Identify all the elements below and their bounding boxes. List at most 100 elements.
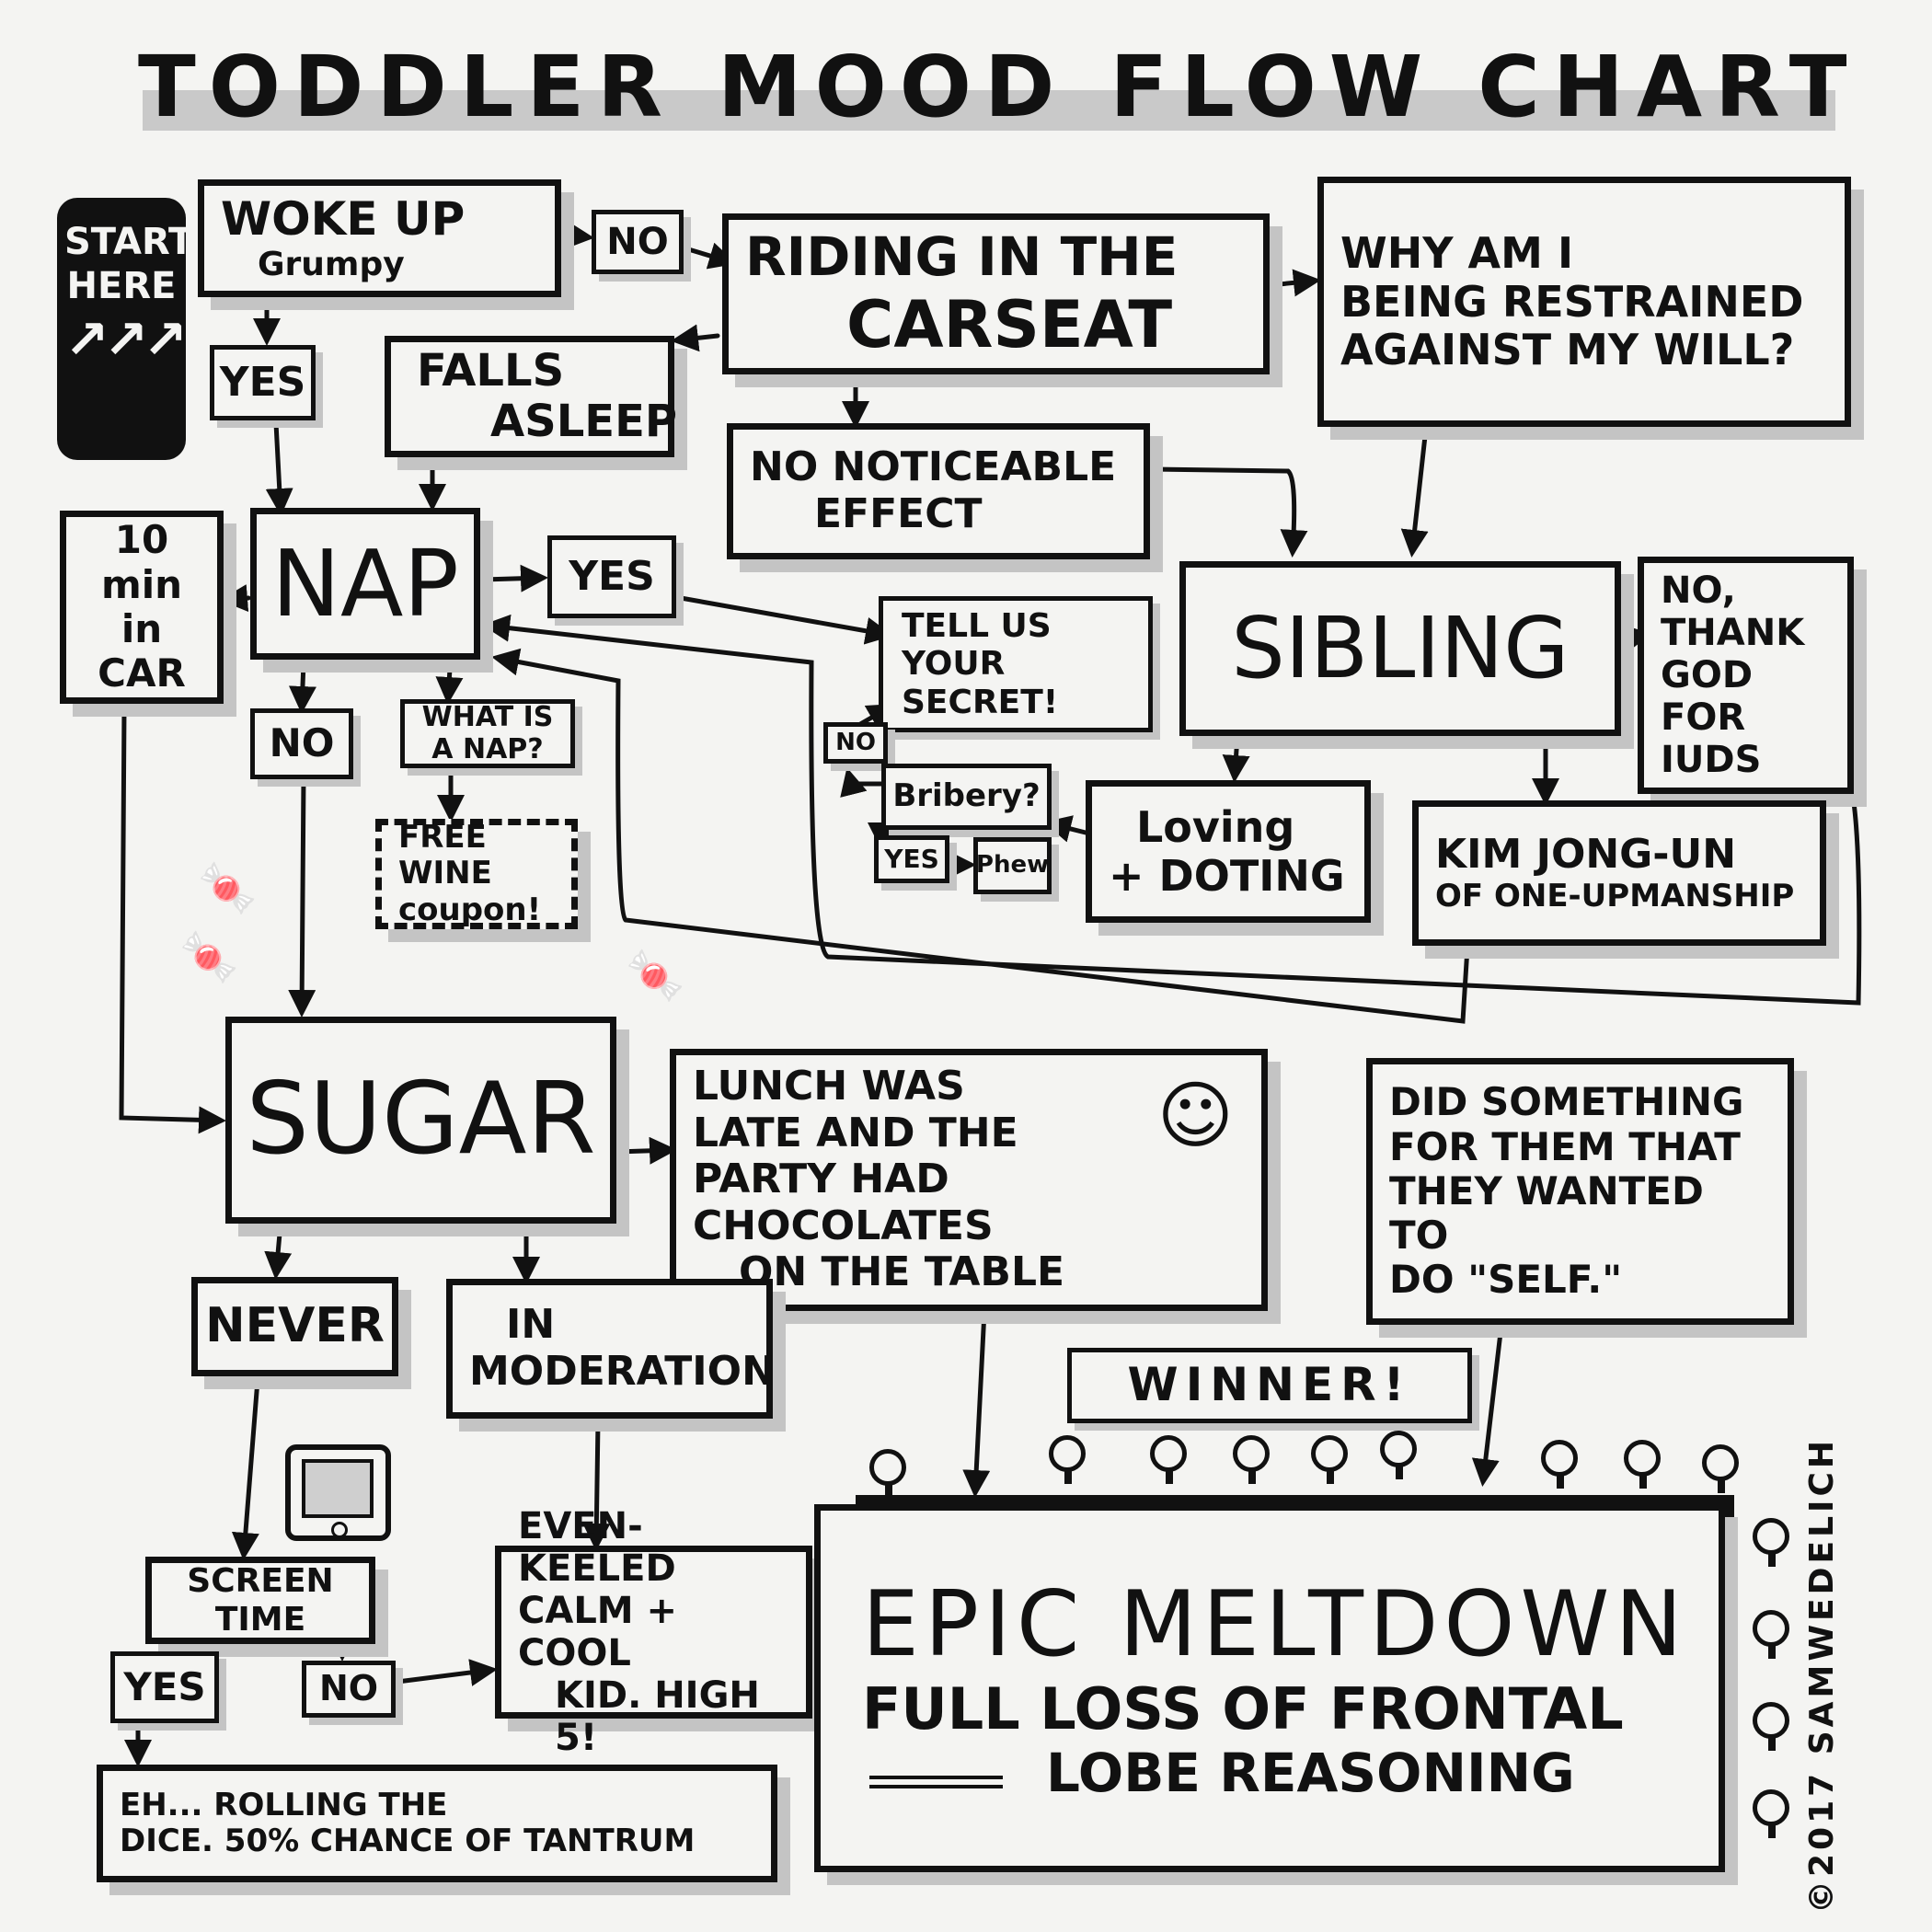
node-dice-line1: Eh... ROLLING the <box>120 1786 448 1823</box>
lightbulb-icon <box>1702 1444 1739 1493</box>
node-phew[interactable]: Phew <box>973 837 1052 894</box>
node-no-1[interactable]: NO <box>592 210 684 274</box>
node-kim-line1: KIM JONG-UN <box>1435 831 1737 879</box>
node-no-noticeable-effect[interactable]: NO NOTICEABLE EFFECT <box>727 423 1150 559</box>
node-carseat-line2: CARSEAT <box>846 286 1173 362</box>
node-no-1-label: NO <box>606 221 669 263</box>
node-nothank-line4: IUDs <box>1661 739 1762 781</box>
page-title: TODDLER MOOD FLOW CHART <box>138 38 1860 136</box>
node-kim-line2: of ONE-UPMANSHIP <box>1435 877 1795 914</box>
up-arrows-icon: ↗↗↗ <box>64 308 188 371</box>
title-highlight <box>143 90 1835 131</box>
node-never[interactable]: NEVER <box>191 1277 398 1376</box>
node-winner-label: WINNER! <box>1127 1358 1412 1412</box>
node-never-label: NEVER <box>205 1298 385 1354</box>
node-even-keeled[interactable]: Even-KEELED CALM + COOL KID. High 5! <box>495 1505 812 1759</box>
arrow-carseat-falls <box>671 324 720 352</box>
lightbulb-icon <box>1380 1431 1417 1479</box>
node-no-3[interactable]: NO <box>302 1661 396 1718</box>
arrow-10min-sugar <box>119 706 226 1134</box>
node-bribery[interactable]: Bribery? <box>881 764 1052 830</box>
node-10min-line3: CAR <box>98 650 186 696</box>
arrow-yes-nap <box>265 420 293 516</box>
node-yes-small[interactable]: YES <box>874 835 949 883</box>
node-restrained-line1: WHY AM I <box>1340 227 1574 278</box>
arrow-yes-secret <box>678 595 893 645</box>
arrow-no-even <box>395 1659 498 1686</box>
node-why-restrained[interactable]: WHY AM I BEING RESTRAINED AGAINST my WIL… <box>1317 177 1851 427</box>
arrow-lunch-meltdown <box>962 1308 991 1498</box>
node-restrained-line3: AGAINST my WILL? <box>1340 325 1795 375</box>
arrow-nap-10min <box>220 584 251 613</box>
lightbulb-icon <box>1150 1435 1187 1484</box>
arrow-never-screen <box>231 1377 260 1560</box>
node-woke-up-line2: Grumpy <box>258 246 405 284</box>
node-no-thank-god-iuds[interactable]: NO, THANK GOD FOR IUDs <box>1638 557 1854 794</box>
arrow-noeffect-sibling <box>1147 466 1308 558</box>
node-yes-3[interactable]: YES <box>110 1651 219 1723</box>
node-falls-asleep[interactable]: FALLS ASLEEP <box>385 336 678 457</box>
node-kim-jong-un[interactable]: KIM JONG-UN of ONE-UPMANSHIP <box>1412 800 1826 946</box>
arrow-self-meltdown <box>1471 1322 1504 1487</box>
node-noeffect-line1: NO NOTICEABLE <box>750 443 1117 491</box>
arrow-sugar-never <box>264 1221 293 1280</box>
node-nap[interactable]: NAP <box>250 508 480 660</box>
node-10min-line1: 10 min <box>100 517 183 607</box>
node-rolling-the-dice[interactable]: Eh... ROLLING the DICE. 50% CHANCE OF Ta… <box>97 1765 777 1882</box>
node-yes-1-label: YES <box>219 358 306 406</box>
node-what-is-a-nap[interactable]: WHAT IS A NAP? <box>400 699 575 768</box>
node-sugar-label: SUGAR <box>246 1062 596 1178</box>
node-winner[interactable]: WINNER! <box>1067 1348 1472 1423</box>
node-screen-time[interactable]: SCREEN TIME <box>145 1557 375 1644</box>
node-woke-up-grumpy[interactable]: WOKE UP Grumpy <box>198 179 561 297</box>
arrow-nothank-nap <box>482 614 1862 1006</box>
node-epic-meltdown[interactable]: EPIC MELTdown FULL LOSS of FrontAL LOBE … <box>814 1504 1725 1872</box>
node-no-3-label: NO <box>318 1668 379 1709</box>
toddler-face-icon: ☺ <box>1156 1073 1234 1158</box>
node-sibling[interactable]: SIBLING <box>1179 561 1621 736</box>
node-yes-2[interactable]: YES <box>547 535 676 618</box>
node-in-moderation[interactable]: IN MODERATION <box>446 1279 776 1419</box>
node-even-line2: CALM + COOL <box>518 1590 678 1674</box>
node-nothank-line3: GOD FOR <box>1661 654 1754 739</box>
node-loving-line1: Loving <box>1136 801 1295 852</box>
node-free-wine-coupon[interactable]: FREE WINE coupon! <box>375 819 578 929</box>
node-even-line1: Even-KEELED <box>518 1505 676 1590</box>
node-sugar[interactable]: SUGAR <box>225 1017 616 1224</box>
lightbulb-icon <box>1311 1435 1348 1484</box>
node-secret-line2: YOUR SECRET! <box>902 645 1059 721</box>
node-riding-carseat[interactable]: RIDING IN the CARSEAT <box>722 213 1270 374</box>
copyright-text: ©2017 SAMWEDELICH <box>1803 1437 1841 1914</box>
node-bribery-label: Bribery? <box>892 777 1041 815</box>
node-phew-label: Phew <box>975 851 1050 880</box>
node-lunch-line4: on THE TABLE <box>739 1248 1065 1296</box>
node-lunch-was-late[interactable]: LUNCH WAS LATE and the PARTY HAD CHOCOLA… <box>670 1049 1268 1311</box>
node-secret-line1: TELL US <box>902 606 1052 645</box>
lightbulb-icon <box>1753 1518 1789 1567</box>
node-loving-doting[interactable]: Loving + DOTING <box>1086 780 1371 923</box>
node-yes-small-label: YES <box>884 843 939 874</box>
node-restrained-line2: BEING RESTRAINED <box>1340 276 1804 327</box>
lightbulb-icon <box>1753 1610 1789 1659</box>
node-self-line3: THEY WANTED TO <box>1389 1167 1704 1259</box>
node-moderation-line2: MODERATION <box>469 1348 776 1395</box>
arrow-loving-bribery <box>1043 815 1088 843</box>
node-wine-line2: WINE <box>398 855 492 892</box>
node-self-line2: FOR THEM THAT <box>1389 1123 1741 1169</box>
lightbulb-icon <box>1753 1702 1789 1751</box>
node-wine-line3: coupon! <box>398 891 542 928</box>
node-yes-1[interactable]: YES <box>210 345 316 420</box>
node-screen-line1: SCREEN <box>187 1562 334 1601</box>
node-tell-us-secret[interactable]: TELL US YOUR SECRET! <box>879 596 1153 732</box>
node-10min-line2: in <box>121 606 163 651</box>
node-no-2[interactable]: NO <box>250 708 353 779</box>
node-falls-line2: ASLEEP <box>490 396 678 447</box>
arrow-carseat-restrained <box>1267 269 1321 297</box>
node-did-something-self[interactable]: DID SOMEthing FOR THEM THAT THEY WANTED … <box>1366 1058 1794 1325</box>
arrow-nap-whatnap <box>435 650 464 705</box>
node-no-small[interactable]: NO <box>823 722 888 764</box>
lightbulb-icon <box>1753 1789 1789 1838</box>
node-lunch-line3: PARTY HAD CHOCOLATES <box>693 1156 994 1249</box>
node-10-min-in-car[interactable]: 10 min in CAR <box>60 511 224 704</box>
